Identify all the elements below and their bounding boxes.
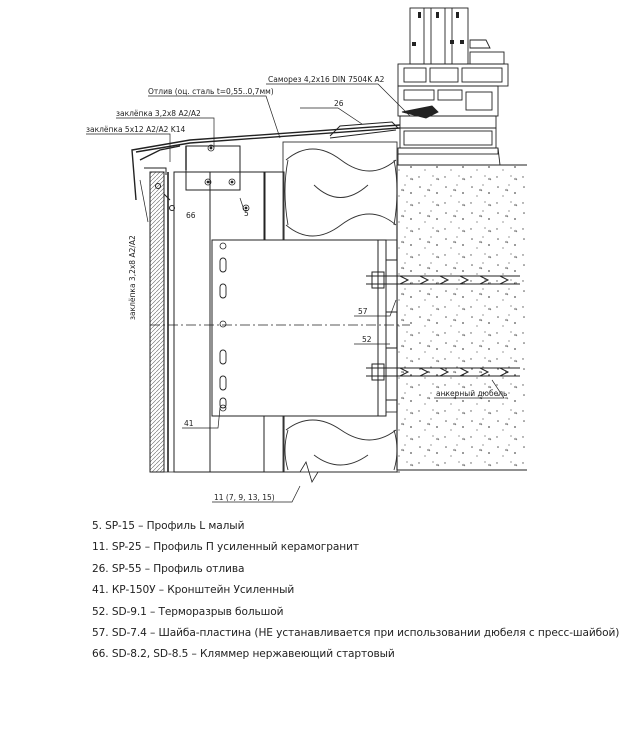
ref-57: 57 [358,307,368,316]
label-flashing: Отлив (оц. сталь t=0,55..0,7мм) [148,87,274,96]
l-profile-5 [185,145,266,240]
bracket-rivets [219,242,227,412]
glass-pane-marks [412,12,464,46]
ref-66: 66 [186,211,196,220]
rivets-profile-5 [204,144,250,212]
legend-item: 5. SP-15 – Профиль L малый [92,520,245,532]
anchor-dowel-upper [366,271,520,289]
window-sill-section-drawing: Отлив (оц. сталь t=0,55..0,7мм) Саморез … [86,7,527,503]
insulation [282,141,398,473]
bracket-41 [211,239,387,417]
legend-item: 11. SP-25 – Профиль П усиленный керамогр… [92,541,359,554]
anchor-dowel-lower [366,363,520,381]
concrete-wall [396,164,527,471]
ref-26: 26 [334,99,344,108]
cladding-panel [144,167,175,473]
parts-legend: 5. SP-15 – Профиль L малый 11. SP-25 – П… [92,516,619,666]
legend-item: 57. SD-7.4 – Шайба-пластина (НЕ устанавл… [92,626,619,639]
legend-item: 26. SP-55 – Профиль отлива [92,562,245,575]
break-line [150,461,400,483]
ref-11: 11 (7, 9, 13, 15) [214,493,275,502]
label-rivet-top: заклёпка 3,2х8 A2/A2 [116,109,201,118]
label-rivet-mid: заклёпка 5х12 A2/A2 K14 [86,125,185,134]
legend-item: 52. SD-9.1 – Терморазрыв большой [92,605,284,618]
flashing-profile-26 [329,121,399,139]
thermal-break-52 [385,259,398,401]
bracket-slots [219,257,227,409]
leader-lines [86,83,505,503]
ref-5: 5 [244,209,249,218]
drip-flashing [131,124,401,201]
legend-item: 41. КР-150У – Кронштейн Усиленный [92,584,295,597]
window-frame [397,7,509,166]
label-rivet-side: заклёпка 3,2х8 A2/A2 [128,235,137,320]
ref-41: 41 [184,419,194,428]
legend-item: 66. SD-8.2, SD-8.5 – Кляммер нержавеющий… [92,648,395,661]
label-screw: Саморез 4,2х16 DIN 7504K A2 [268,75,385,84]
ref-52: 52 [362,335,372,344]
label-anchor: анкерный дюбель [436,389,507,398]
